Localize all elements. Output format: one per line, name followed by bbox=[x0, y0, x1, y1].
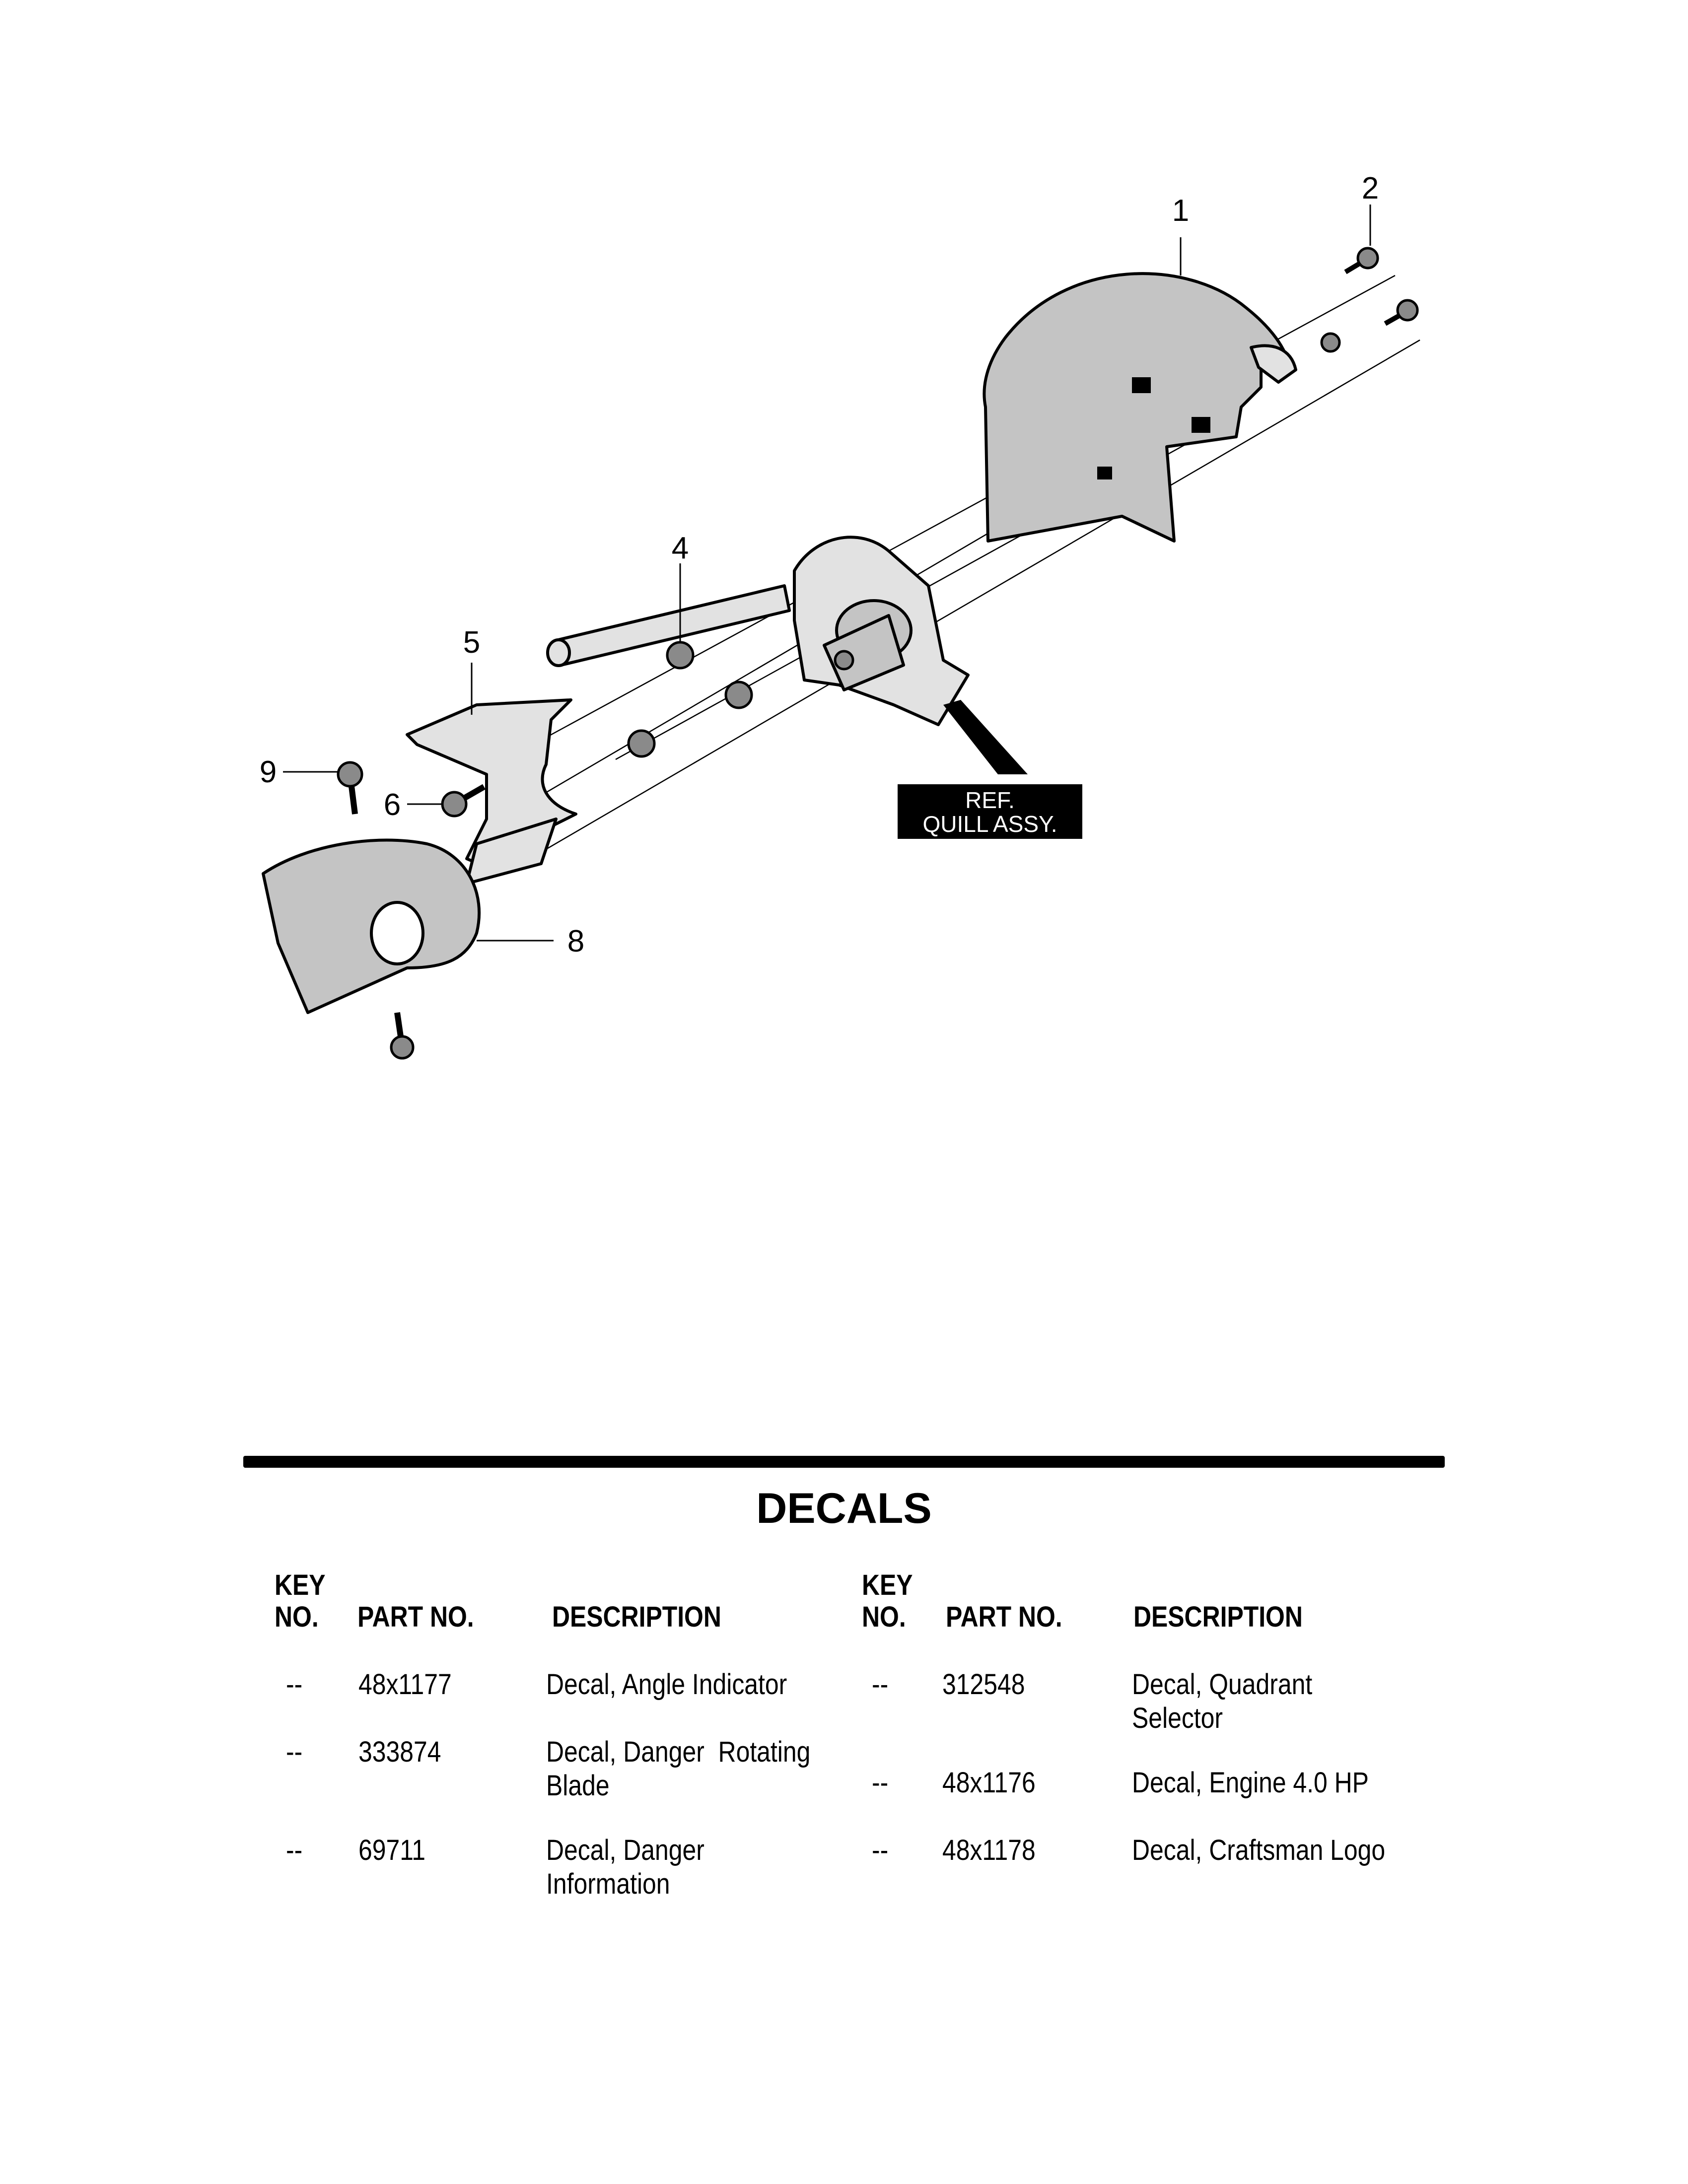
header-description-right: DESCRIPTION bbox=[1133, 1601, 1303, 1633]
right-row-3-part: 48x1178 bbox=[942, 1834, 1036, 1866]
callout-1: 1 bbox=[1172, 194, 1189, 228]
exploded-parts-diagram: 1 2 4 5 6 9 bbox=[260, 171, 1420, 1060]
header-part-no-right: PART NO. bbox=[946, 1601, 1062, 1633]
section-divider bbox=[243, 1456, 1445, 1468]
right-row-3-desc: Decal, Craftsman Logo bbox=[1132, 1834, 1386, 1866]
alignment-line bbox=[521, 339, 1420, 865]
callout-4: 4 bbox=[672, 531, 689, 565]
bolt-bottom bbox=[390, 1012, 415, 1060]
left-row-2-key: -- bbox=[286, 1736, 303, 1768]
ref-box-line1: REF. bbox=[965, 787, 1015, 813]
right-row-1-part: 312548 bbox=[942, 1668, 1025, 1701]
belt-guard-part-1 bbox=[983, 272, 1297, 543]
decals-title: DECALS bbox=[756, 1485, 932, 1532]
callout-2: 2 bbox=[1362, 171, 1379, 205]
right-row-3-key: -- bbox=[872, 1834, 889, 1866]
guard-part-8 bbox=[262, 838, 481, 1014]
callout-9: 9 bbox=[260, 755, 277, 789]
header-key-no-right: KEY NO. bbox=[862, 1569, 913, 1633]
callout-8: 8 bbox=[567, 924, 584, 958]
left-row-3-part: 69711 bbox=[358, 1834, 426, 1866]
left-row-2-part: 333874 bbox=[358, 1736, 441, 1768]
right-row-1-key: -- bbox=[872, 1668, 889, 1701]
right-row-2-key: -- bbox=[872, 1767, 889, 1799]
header-part-no-left: PART NO. bbox=[357, 1601, 474, 1633]
bracket-part-5 bbox=[406, 698, 577, 885]
bolt-part-6 bbox=[441, 784, 486, 818]
header-key-no-left: KEY NO. bbox=[275, 1569, 326, 1633]
bolt-part-9 bbox=[337, 761, 363, 815]
left-row-1-part: 48x1177 bbox=[358, 1668, 452, 1701]
right-row-1-desc: Decal, Quadrant Selector bbox=[1132, 1668, 1313, 1734]
right-row-2-part: 48x1176 bbox=[942, 1767, 1036, 1799]
screw-part-2 bbox=[1320, 247, 1419, 353]
ref-box-line2: QUILL ASSY. bbox=[922, 811, 1057, 837]
left-row-1-key: -- bbox=[286, 1668, 303, 1701]
left-row-3-key: -- bbox=[286, 1834, 303, 1866]
quill-bracket bbox=[546, 536, 970, 726]
left-row-3-desc: Decal, Danger Information bbox=[546, 1834, 704, 1900]
left-row-2-desc: Decal, Danger Rotating Blade bbox=[546, 1736, 811, 1802]
nut-part-4 bbox=[627, 641, 753, 758]
right-row-2-desc: Decal, Engine 4.0 HP bbox=[1132, 1767, 1369, 1799]
ref-leader bbox=[943, 700, 1028, 774]
callout-5: 5 bbox=[463, 625, 480, 660]
ref-box bbox=[898, 784, 1082, 839]
left-row-1-desc: Decal, Angle Indicator bbox=[546, 1668, 787, 1701]
callout-6: 6 bbox=[384, 788, 401, 822]
header-description-left: DESCRIPTION bbox=[552, 1601, 721, 1633]
